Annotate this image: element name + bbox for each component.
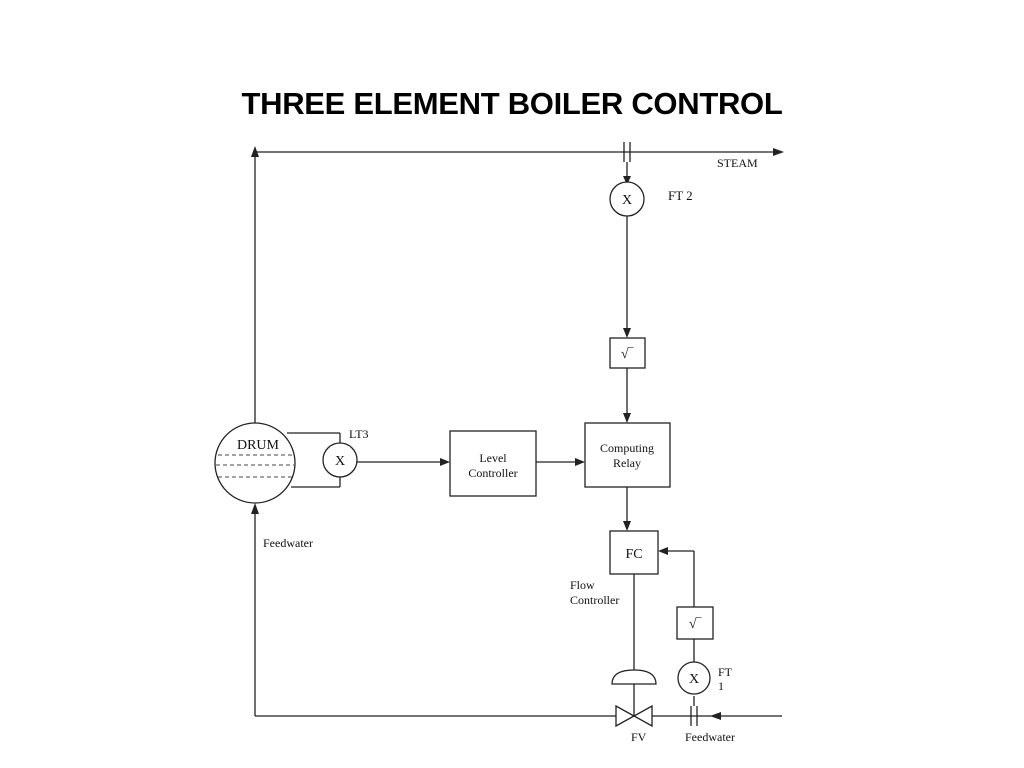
feedwater-orifice-plate xyxy=(690,706,698,726)
drum-label: DRUM xyxy=(237,438,280,453)
valve-label: FV xyxy=(631,730,647,744)
level-controller-line2: Controller xyxy=(468,466,517,480)
fc-symbol: FC xyxy=(625,547,642,562)
boiler-drum: DRUM xyxy=(214,422,296,504)
slide-title: THREE ELEMENT BOILER CONTROL xyxy=(241,86,783,121)
computing-relay: Computing Relay xyxy=(584,422,671,488)
control-valve xyxy=(611,669,657,728)
computing-relay-line2: Relay xyxy=(613,456,641,470)
steam-flow-transmitter: X xyxy=(609,181,645,217)
ft1-tag-line2: 1 xyxy=(718,679,724,693)
feedwater-sqrt-symbol: √‾ xyxy=(689,616,703,632)
level-controller: Level Controller xyxy=(449,430,537,497)
flow-controller-label-line1: Flow xyxy=(570,578,595,592)
computing-relay-line1: Computing xyxy=(600,441,654,455)
feedwater-sqrt-extractor: √‾ xyxy=(676,606,714,640)
level-taps xyxy=(287,432,341,488)
steam-sqrt-symbol: √‾ xyxy=(621,346,635,362)
steam-sqrt-extractor: √‾ xyxy=(609,337,646,369)
feedwater-line xyxy=(251,503,782,720)
steam-line xyxy=(251,146,784,423)
level-transmitter: X xyxy=(322,442,358,478)
lt3-tag: LT3 xyxy=(349,427,369,441)
steam-orifice-plate xyxy=(623,142,631,162)
level-controller-line1: Level xyxy=(479,451,507,465)
ft2-tag: FT 2 xyxy=(668,188,693,203)
ft1-tag-line1: FT xyxy=(718,665,733,679)
ft2-symbol: X xyxy=(622,193,632,208)
ft1-symbol: X xyxy=(689,672,699,687)
steam-label: STEAM xyxy=(717,156,758,170)
lt3-symbol: X xyxy=(335,454,345,469)
feedwater-label-left: Feedwater xyxy=(263,536,313,550)
feedwater-label-bottom: Feedwater xyxy=(685,730,735,744)
flow-controller-label-line2: Controller xyxy=(570,593,619,607)
feedwater-flow-transmitter: X xyxy=(677,661,711,695)
flow-controller: FC xyxy=(609,530,659,575)
